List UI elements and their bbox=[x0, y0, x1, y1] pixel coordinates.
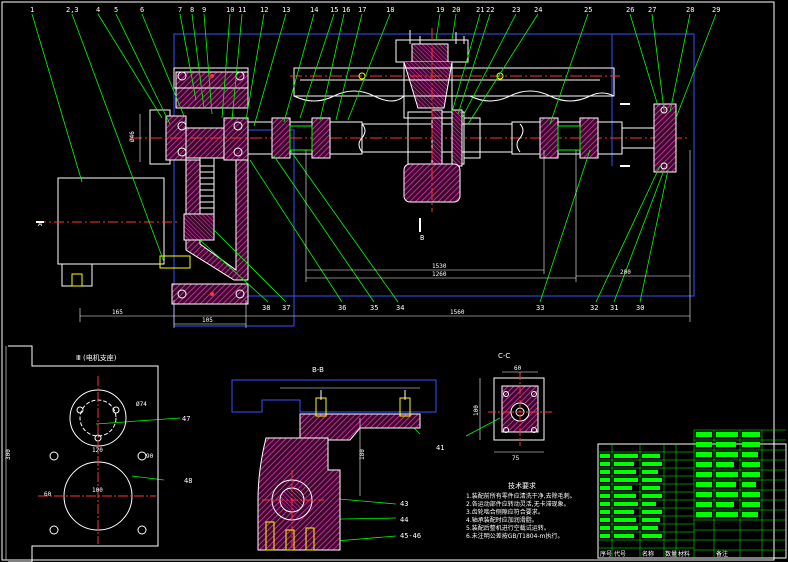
title-col-material: 材料 bbox=[678, 550, 690, 558]
part-label: 12 bbox=[260, 6, 268, 14]
drawing-frame bbox=[1, 1, 775, 561]
part-label: 36 bbox=[338, 304, 346, 312]
title-col-code: 代号 bbox=[614, 550, 626, 558]
dim-hole-120: 120 bbox=[92, 447, 103, 454]
part-label: 35 bbox=[370, 304, 378, 312]
note-line: 1.装配前所有零件应清洗干净,去除毛刺。 bbox=[466, 492, 576, 500]
motor-body bbox=[57, 177, 165, 265]
part-label: 8 bbox=[190, 6, 194, 14]
part-label: 34 bbox=[396, 304, 404, 312]
part-label: 24 bbox=[534, 6, 542, 14]
part-label: 7 bbox=[178, 6, 182, 14]
view-b-title: B-B bbox=[312, 366, 324, 374]
part-label: 33 bbox=[536, 304, 544, 312]
part-label: 29 bbox=[712, 6, 720, 14]
part-label: 28 bbox=[686, 6, 694, 14]
part-labels: 1 2,3 4 5 6 7 8 9 10 11 12 13 14 15 16 1… bbox=[30, 6, 720, 540]
part-label: 47 bbox=[182, 415, 190, 423]
dim-flange-100: 100 bbox=[92, 487, 103, 494]
part-label: 25 bbox=[584, 6, 592, 14]
marker-b-label: B bbox=[420, 234, 424, 242]
part-label: 11 bbox=[238, 6, 246, 14]
part-label: 31 bbox=[610, 304, 618, 312]
dim-base-width: 105 bbox=[202, 317, 213, 324]
part-label: 45-46 bbox=[400, 532, 421, 540]
view-b-b: B-B 180 bbox=[231, 366, 437, 551]
part-label: 13 bbox=[282, 6, 290, 14]
part-label: 26 bbox=[626, 6, 634, 14]
part-label: 2,3 bbox=[66, 6, 79, 14]
part-label: 16 bbox=[342, 6, 350, 14]
part-label: 1 bbox=[30, 6, 34, 14]
part-label: 37 bbox=[282, 304, 290, 312]
dim-shaft-dia: Ø46 bbox=[129, 131, 136, 142]
view-c-title: C-C bbox=[498, 352, 510, 360]
dimension-lines bbox=[79, 114, 691, 328]
part-label: 17 bbox=[358, 6, 366, 14]
dim-span-200: 200 bbox=[620, 269, 631, 276]
part-label: 19 bbox=[436, 6, 444, 14]
part-label: 21 bbox=[476, 6, 484, 14]
dim-span-1530: 1530 bbox=[432, 263, 447, 270]
marker-a-label: A bbox=[38, 220, 43, 228]
part-label: 23 bbox=[512, 6, 520, 14]
title-col-qty: 数量 bbox=[665, 550, 677, 558]
dim-flange-60-c: 60 bbox=[514, 365, 522, 372]
part-label: 15 bbox=[330, 6, 338, 14]
part-label: 43 bbox=[400, 500, 408, 508]
title-col-remark: 备注 bbox=[716, 550, 728, 558]
dim-span-1260: 1260 bbox=[432, 271, 447, 278]
dim-overall-length: 1560 bbox=[450, 309, 465, 316]
notes-title: 技术要求 bbox=[508, 481, 536, 490]
main-assembly-view bbox=[36, 28, 695, 327]
title-col-name: 名称 bbox=[642, 550, 654, 558]
title-col-no: 序号 bbox=[600, 550, 612, 558]
dim-left-offset: 165 bbox=[112, 309, 123, 316]
part-label: 4 bbox=[96, 6, 100, 14]
part-label: 5 bbox=[114, 6, 118, 14]
part-label: 22 bbox=[486, 6, 494, 14]
part-label: 44 bbox=[400, 516, 408, 524]
dim-flange-60: 60 bbox=[44, 491, 52, 498]
title-block: 序号 代号 名称 数量 材料 备注 bbox=[597, 429, 787, 559]
dim-plate-side: 300 bbox=[5, 449, 12, 460]
leader-lines bbox=[31, 13, 717, 545]
part-label: 38 bbox=[262, 304, 270, 312]
part-label: 30 bbox=[636, 304, 644, 312]
view-c-c: C-C 75 60 100 bbox=[465, 352, 552, 462]
note-line: 5.装配后整机进行空载试运转。 bbox=[466, 524, 550, 532]
part-label: 6 bbox=[140, 6, 144, 14]
part-label: 20 bbox=[452, 6, 460, 14]
dim-bolt-circle: Ø74 bbox=[136, 401, 147, 408]
technical-notes: 技术要求 1.装配前所有零件应清洗干净,去除毛刺。 2.各运动部件应转动灵活,无… bbox=[466, 481, 576, 540]
part-label: 41 bbox=[436, 444, 444, 452]
part-label: 32 bbox=[590, 304, 598, 312]
part-label: 27 bbox=[648, 6, 656, 14]
view-markers: A B bbox=[38, 220, 424, 242]
dimension-texts: 1560 165 105 1530 1260 200 Ø46 bbox=[112, 131, 631, 324]
note-line: 4.轴承装配时应加润滑脂。 bbox=[466, 516, 538, 524]
note-line: 2.各运动部件应转动灵活,无卡滞现象。 bbox=[466, 500, 570, 508]
plate-view-title: Ⅲ (电机支座) bbox=[76, 353, 117, 362]
part-label: 14 bbox=[310, 6, 318, 14]
part-label: 9 bbox=[202, 6, 206, 14]
dim-flange-90: 90 bbox=[146, 453, 154, 460]
motor-plate-view: Ⅲ (电机支座) 300 Ø74 120 100 60 90 bbox=[5, 345, 159, 562]
part-label: 10 bbox=[226, 6, 234, 14]
part-label: 48 bbox=[184, 477, 192, 485]
note-line: 3.齿轮啮合侧隙应符合要求。 bbox=[466, 508, 544, 516]
note-line: 6.未注明公差按GB/T1804-m执行。 bbox=[466, 532, 563, 540]
dim-view-b-height: 180 bbox=[359, 449, 366, 460]
part-label: 18 bbox=[386, 6, 394, 14]
dim-view-c-height: 100 bbox=[473, 405, 480, 416]
dim-flange-75: 75 bbox=[512, 455, 520, 462]
